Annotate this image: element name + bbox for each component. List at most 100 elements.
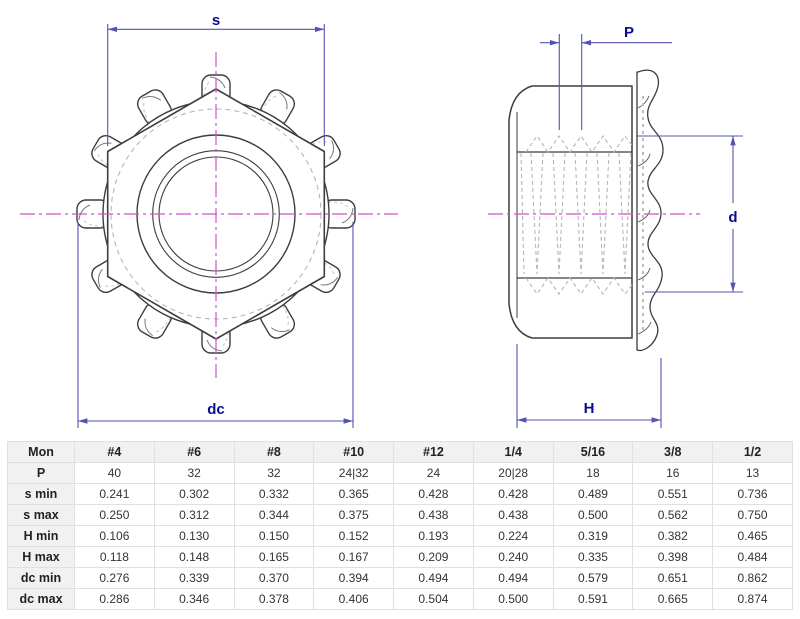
row-label: s min — [7, 483, 75, 505]
side-view: P d H — [488, 24, 743, 428]
value-cell: 0.398 — [632, 546, 714, 568]
value-cell: 0.736 — [712, 483, 793, 505]
nut-side-outline — [508, 85, 633, 339]
value-cell: 0.862 — [712, 567, 793, 589]
value-cell: 0.382 — [632, 525, 714, 547]
value-cell: 18 — [552, 462, 634, 484]
value-cell: 0.551 — [632, 483, 714, 505]
value-cell: 0.484 — [712, 546, 793, 568]
value-cell: 0.489 — [552, 483, 634, 505]
value-cell: 0.344 — [233, 504, 315, 526]
keps-nut-drawing-svg: s dc — [20, 12, 743, 428]
washer-side-profile — [636, 69, 664, 352]
front-view: s dc — [20, 12, 398, 428]
value-cell: 0.665 — [632, 588, 714, 610]
value-cell: 0.302 — [153, 483, 235, 505]
value-cell: 0.241 — [74, 483, 155, 505]
column-header: #10 — [313, 441, 395, 463]
value-cell: 0.394 — [313, 567, 395, 589]
value-cell: 40 — [74, 462, 155, 484]
value-cell: 0.438 — [472, 504, 554, 526]
value-cell: 24|32 — [313, 462, 395, 484]
value-cell: 0.370 — [233, 567, 315, 589]
value-cell: 0.165 — [233, 546, 315, 568]
value-cell: 0.579 — [552, 567, 634, 589]
column-header: 1/2 — [712, 441, 793, 463]
value-cell: 0.130 — [153, 525, 235, 547]
value-cell: 0.465 — [712, 525, 793, 547]
value-cell: 0.319 — [552, 525, 634, 547]
column-header: 1/4 — [472, 441, 554, 463]
value-cell: 32 — [233, 462, 315, 484]
dim-label-P: P — [624, 24, 634, 41]
value-cell: 0.224 — [472, 525, 554, 547]
value-cell: 0.494 — [393, 567, 474, 589]
dimension-d — [636, 135, 743, 293]
column-header: #12 — [393, 441, 474, 463]
value-cell: 0.118 — [74, 546, 155, 568]
value-cell: 0.312 — [153, 504, 235, 526]
dimension-H — [516, 344, 662, 428]
value-cell: 0.406 — [313, 588, 395, 610]
value-cell: 0.148 — [153, 546, 235, 568]
column-header: 5/16 — [552, 441, 634, 463]
value-cell: 0.209 — [393, 546, 474, 568]
thread-hidden-lines — [520, 135, 633, 295]
dim-label-d: d — [728, 209, 737, 226]
dimension-dc — [77, 222, 354, 428]
value-cell: 0.378 — [233, 588, 315, 610]
column-header: #4 — [74, 441, 155, 463]
value-cell: 0.500 — [552, 504, 634, 526]
value-cell: 0.250 — [74, 504, 155, 526]
value-cell: 0.365 — [313, 483, 395, 505]
value-cell: 24 — [393, 462, 474, 484]
value-cell: 0.651 — [632, 567, 714, 589]
value-cell: 0.874 — [712, 588, 793, 610]
value-cell: 0.494 — [472, 567, 554, 589]
row-label: H min — [7, 525, 75, 547]
value-cell: 0.428 — [472, 483, 554, 505]
value-cell: 0.150 — [233, 525, 315, 547]
value-cell: 0.562 — [632, 504, 714, 526]
dim-label-s: s — [212, 12, 220, 29]
value-cell: 20|28 — [472, 462, 554, 484]
column-header: #8 — [233, 441, 315, 463]
value-cell: 0.750 — [712, 504, 793, 526]
dim-label-dc: dc — [207, 401, 225, 418]
column-header-label: Mon — [7, 441, 75, 463]
dim-label-H: H — [584, 400, 595, 417]
value-cell: 0.428 — [393, 483, 474, 505]
column-header: 3/8 — [632, 441, 714, 463]
value-cell: 0.346 — [153, 588, 235, 610]
value-cell: 0.152 — [313, 525, 395, 547]
value-cell: 0.332 — [233, 483, 315, 505]
value-cell: 16 — [632, 462, 714, 484]
value-cell: 0.106 — [74, 525, 155, 547]
column-header: #6 — [153, 441, 235, 463]
value-cell: 0.438 — [393, 504, 474, 526]
value-cell: 0.167 — [313, 546, 395, 568]
row-label: dc max — [7, 588, 75, 610]
row-label: H max — [7, 546, 75, 568]
value-cell: 0.193 — [393, 525, 474, 547]
value-cell: 0.335 — [552, 546, 634, 568]
value-cell: 0.276 — [74, 567, 155, 589]
value-cell: 0.500 — [472, 588, 554, 610]
value-cell: 0.240 — [472, 546, 554, 568]
value-cell: 32 — [153, 462, 235, 484]
row-label: P — [7, 462, 75, 484]
dimension-s — [107, 24, 325, 146]
value-cell: 0.504 — [393, 588, 474, 610]
value-cell: 0.286 — [74, 588, 155, 610]
value-cell: 0.375 — [313, 504, 395, 526]
value-cell: 0.591 — [552, 588, 634, 610]
